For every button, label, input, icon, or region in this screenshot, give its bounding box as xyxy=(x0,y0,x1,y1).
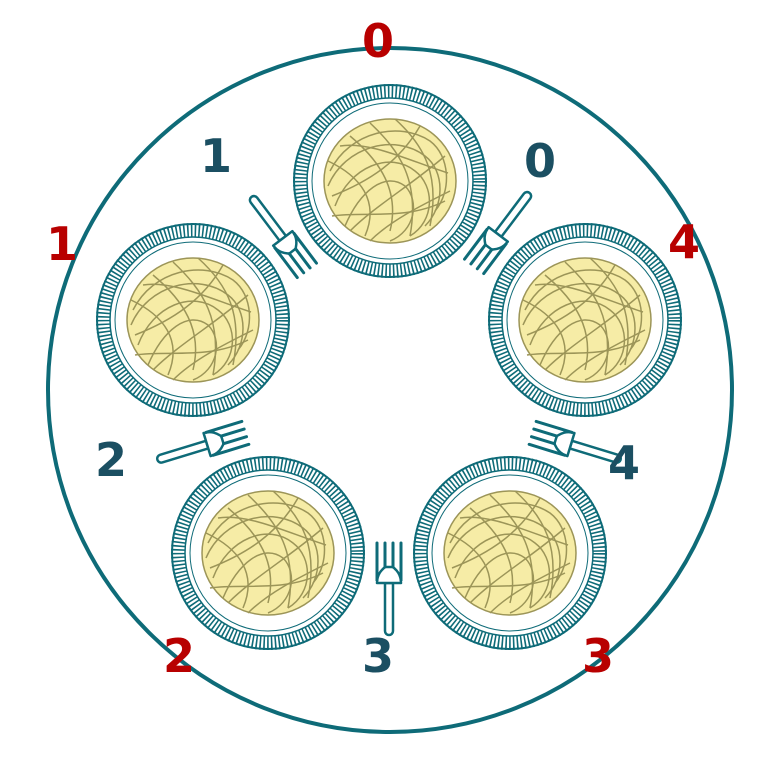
fork-label: 4 xyxy=(608,436,640,490)
plates-group xyxy=(97,85,681,649)
philosopher-label: 4 xyxy=(668,215,700,269)
fork-labels: 0 1 2 3 4 xyxy=(95,129,640,683)
spaghetti-plate-icon xyxy=(172,457,364,649)
spaghetti-plate-icon xyxy=(294,85,486,277)
philosopher-label: 0 xyxy=(362,14,394,68)
table-circle xyxy=(46,46,734,734)
spaghetti-plate-icon xyxy=(489,224,681,416)
fork-icon xyxy=(375,541,403,637)
philosopher-label: 1 xyxy=(46,217,78,271)
fork-label: 0 xyxy=(524,134,556,188)
fork-label: 3 xyxy=(362,629,394,683)
spaghetti-plate-icon xyxy=(414,457,606,649)
spaghetti-plate-icon xyxy=(97,224,289,416)
fork-label: 1 xyxy=(200,129,232,183)
fork-label: 2 xyxy=(95,433,127,487)
philosopher-labels: 0 1 2 3 4 xyxy=(46,14,700,683)
philosopher-label: 2 xyxy=(163,629,195,683)
philosopher-label: 3 xyxy=(582,629,614,683)
